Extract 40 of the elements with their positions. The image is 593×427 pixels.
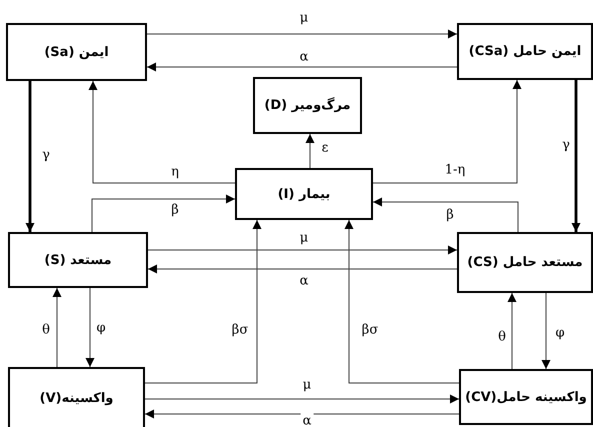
compartment-box [457, 23, 593, 80]
box-label: مستعد (S) [44, 252, 112, 268]
arrow [306, 134, 314, 168]
arrow [92, 194, 236, 232]
arrow [88, 80, 236, 184]
arrow [144, 220, 262, 384]
box-label: واکسینه حامل(CV) [465, 390, 587, 404]
arrow [148, 246, 458, 254]
arrow [146, 62, 458, 72]
arrow [26, 81, 34, 232]
edge-label: βσ [360, 322, 380, 338]
edge-label: β [169, 202, 181, 218]
arrow [146, 30, 458, 38]
box-label: واکسینه(V) [40, 390, 114, 406]
box-label: بیمار (I) [278, 186, 330, 202]
compartment-box [457, 232, 593, 293]
box-label: مستعد حامل (CS) [467, 255, 583, 270]
edge-label: α [300, 414, 314, 427]
arrow [148, 264, 458, 274]
arrow [542, 292, 550, 370]
compartment-box [235, 168, 373, 220]
compartment-box [253, 77, 362, 134]
arrow [508, 292, 516, 370]
compartment-box [6, 23, 147, 81]
arrow [86, 288, 94, 368]
compartment-box [8, 232, 148, 288]
arrow [372, 80, 522, 184]
box-label: ایمن حامل (CSa) [468, 44, 582, 59]
arrow [572, 80, 580, 232]
arrow [144, 394, 460, 404]
compartment-box [459, 369, 593, 425]
box-label: مرگ‌ومیر (D) [264, 98, 351, 113]
arrow [52, 288, 62, 368]
arrow [372, 198, 518, 232]
compartment-box [8, 367, 145, 427]
arrow [144, 410, 460, 418]
arrow [344, 220, 460, 384]
edge-label: β [444, 208, 456, 222]
box-label: ایمن (Sa) [44, 44, 109, 60]
edge-label: βσ [230, 322, 250, 338]
